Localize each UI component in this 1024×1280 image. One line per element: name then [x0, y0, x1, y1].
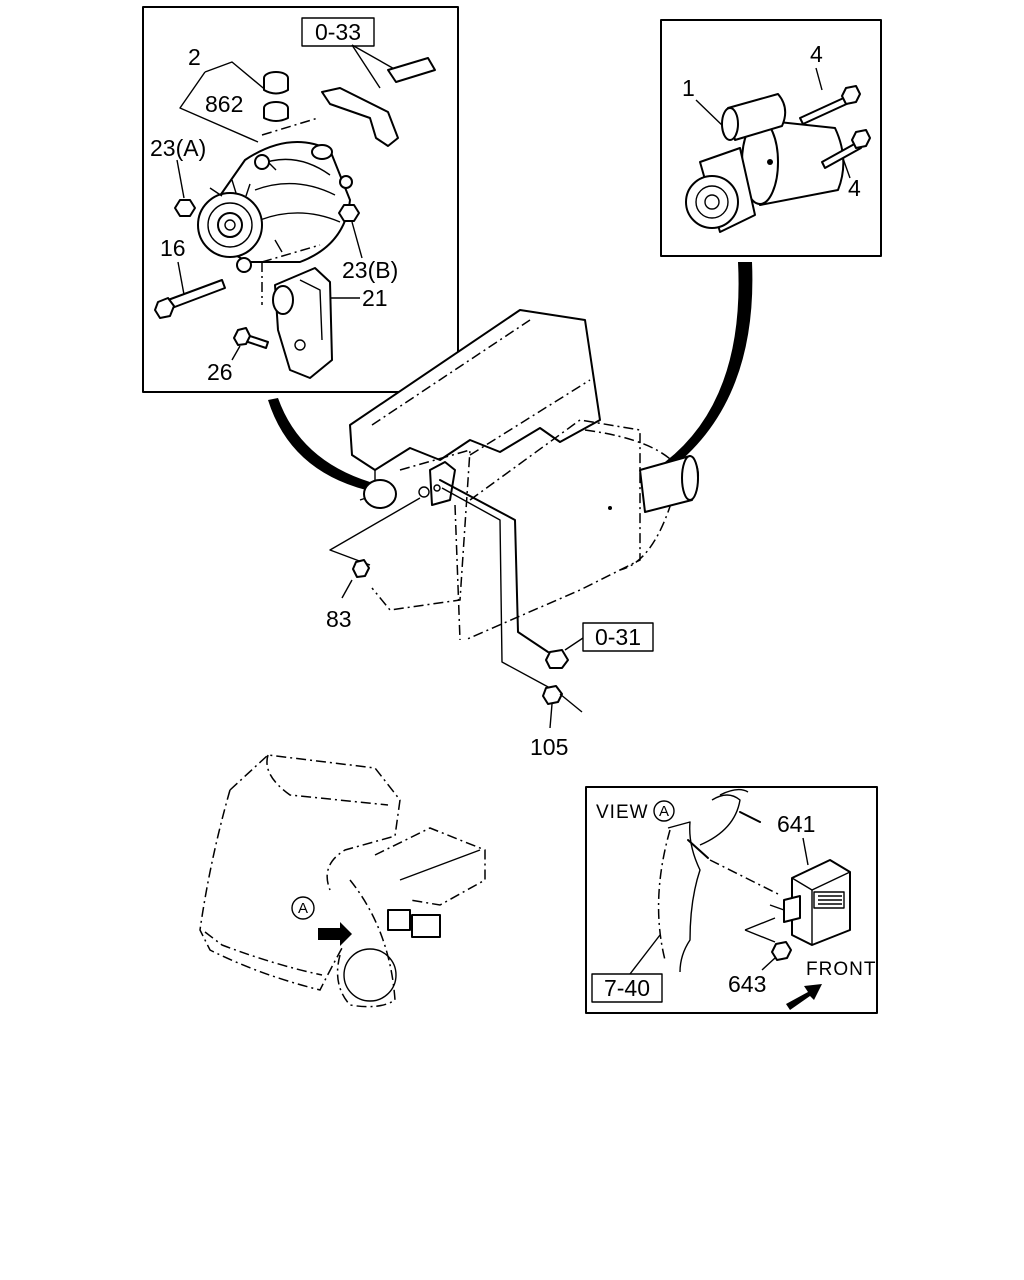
engine-block — [349, 309, 699, 641]
sensor-105 — [542, 685, 583, 729]
view-a-circle — [653, 800, 675, 822]
bolt-26 — [231, 327, 269, 361]
oil-cap-assembly: 2 862 — [179, 44, 319, 143]
nut-23b — [338, 204, 360, 222]
part-label-641: 641 — [777, 811, 815, 837]
starter-motor — [685, 93, 845, 233]
part-label-643: 643 — [728, 971, 766, 997]
control-unit-641 — [769, 859, 851, 946]
truck-illustration: A — [199, 754, 486, 1008]
starter-bolt-upper — [799, 85, 861, 125]
connector-arm-starter — [665, 262, 753, 468]
alternator — [197, 141, 353, 273]
ref-label-0-33: 0-33 — [315, 19, 361, 45]
part-label-4-bottom: 4 — [848, 175, 861, 201]
starter-detail-panel: 1 4 4 — [660, 19, 882, 257]
view-a-title: VIEW — [596, 802, 649, 823]
connector-arm-alternator — [268, 398, 370, 490]
view-a-detail-panel: VIEW A 641 643 FRONT — [585, 786, 878, 1014]
ref-label-0-31: 0-31 — [595, 624, 641, 650]
view-direction-arrow-icon — [318, 922, 352, 946]
part-label-1: 1 — [682, 75, 695, 101]
ref-label-7-40: 7-40 — [604, 975, 650, 1001]
switch-0-31 — [545, 649, 569, 669]
nut-643 — [771, 941, 792, 961]
ref-box-0-31[interactable]: 0-31 — [582, 622, 654, 652]
view-a-circle-label: A — [659, 803, 669, 820]
ref-box-7-40[interactable]: 7-40 — [591, 973, 663, 1003]
ref-box-0-33[interactable]: 0-33 — [301, 17, 375, 47]
nut-23a — [174, 199, 196, 217]
starter-bolt-lower — [821, 129, 871, 169]
part-label-21: 21 — [362, 285, 388, 311]
alternator-mount-bracket-21: 21 — [261, 244, 388, 379]
bolt-16 — [154, 279, 226, 319]
part-label-23a: 23(A) — [150, 135, 206, 161]
truck-view-a-label: A — [298, 900, 308, 917]
view-a-marker-circle — [291, 896, 315, 920]
part-label-105: 105 — [530, 734, 568, 760]
part-label-2: 2 — [188, 44, 201, 70]
front-label: FRONT — [806, 959, 876, 980]
alternator-detail-panel: 0-33 2 862 — [142, 6, 459, 393]
part-label-4-top: 4 — [810, 41, 823, 67]
alternator-adjust-bracket — [321, 44, 436, 147]
part-label-26: 26 — [207, 359, 233, 385]
part-label-83: 83 — [326, 606, 352, 632]
part-label-16: 16 — [160, 235, 186, 261]
front-arrow-icon — [786, 984, 822, 1010]
sensor-callouts: 83 0-31 105 — [326, 479, 654, 760]
sensor-83 — [352, 559, 370, 578]
part-label-23b: 23(B) — [342, 257, 398, 283]
part-label-862: 862 — [205, 91, 243, 117]
